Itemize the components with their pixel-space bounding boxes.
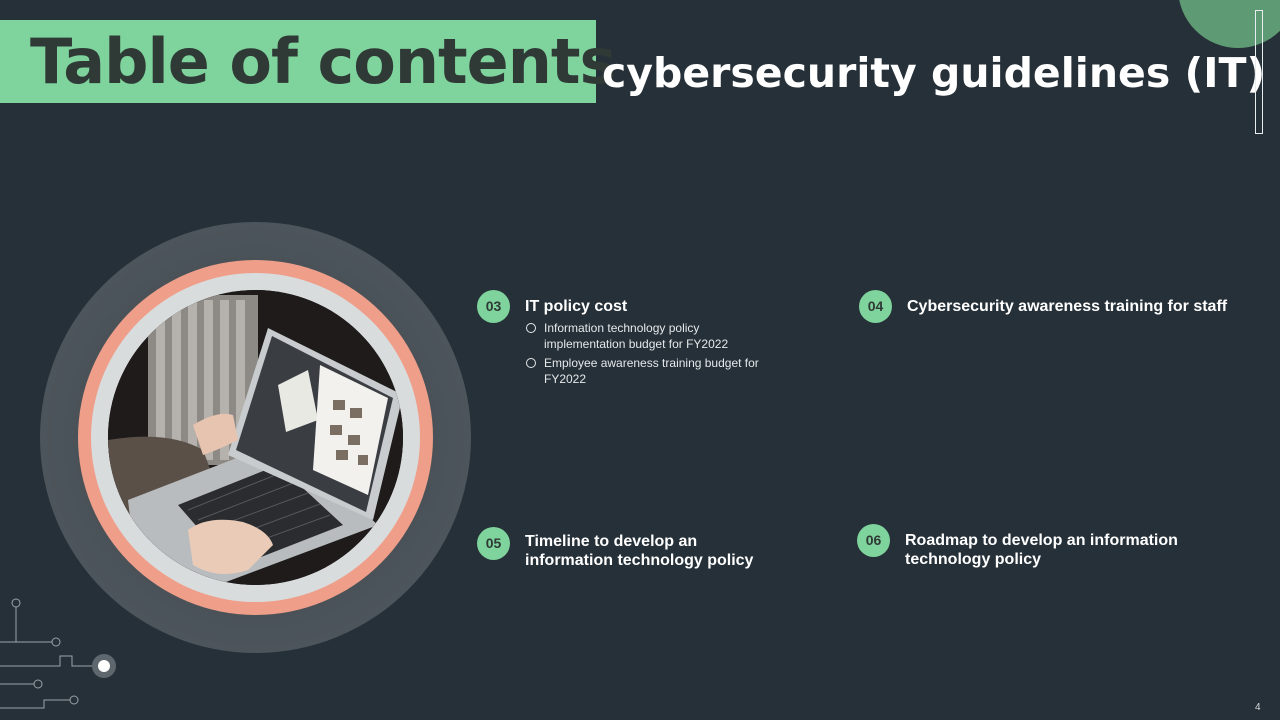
title-banner — [0, 20, 596, 103]
section-title: Cybersecurity awareness training for sta… — [907, 298, 1228, 315]
bullet-circle-icon — [526, 323, 536, 333]
section-bullet-list: Information technology policy implementa… — [526, 320, 766, 390]
section-title: Timeline to develop an information techn… — [525, 533, 754, 569]
page-title: Table of contents — [30, 25, 616, 98]
list-item: Information technology policy implementa… — [526, 320, 766, 352]
circuit-decoration-icon — [0, 598, 116, 709]
section-number-badge: 04 — [859, 290, 892, 323]
page-number: 4 — [1255, 702, 1261, 713]
section-number-badge: 05 — [477, 527, 510, 560]
section-title: IT policy cost — [525, 298, 628, 315]
page-subtitle: cybersecurity guidelines (IT) — [602, 49, 1266, 97]
list-item: Employee awareness training budget for F… — [526, 355, 766, 387]
laptop-photo — [108, 290, 403, 585]
section-number-badge: 06 — [857, 524, 890, 557]
section-title: Roadmap to develop an information techno… — [905, 532, 1178, 568]
decorative-circle — [1178, 0, 1280, 48]
bullet-circle-icon — [526, 358, 536, 368]
section-number-badge: 03 — [477, 290, 510, 323]
list-item-text: Employee awareness training budget for F… — [544, 356, 759, 386]
decorative-bar — [1255, 10, 1263, 134]
list-item-text: Information technology policy implementa… — [544, 321, 729, 351]
